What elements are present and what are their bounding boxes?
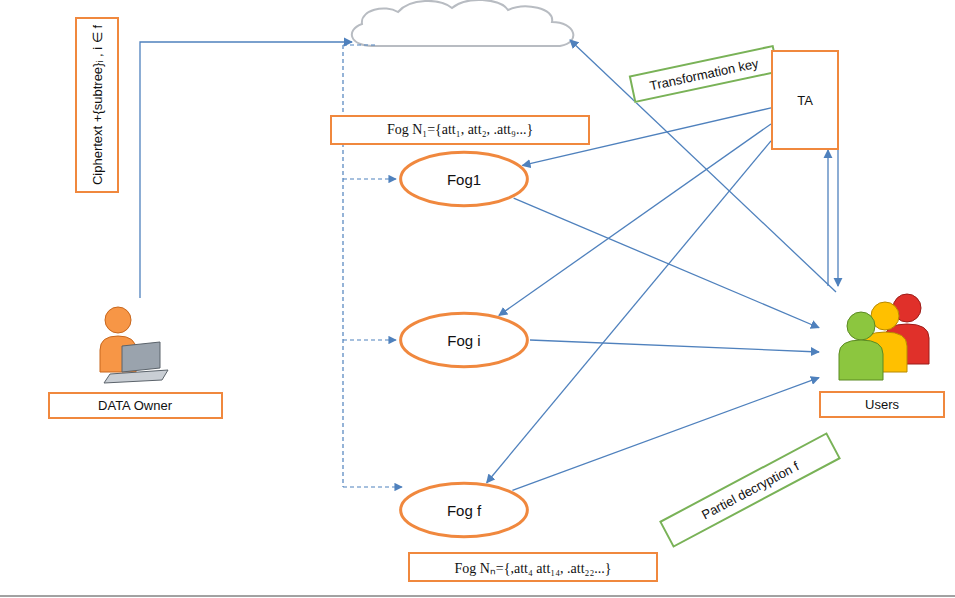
owner-label-box: DATA Owner [48, 392, 223, 419]
node-text: DATA Owner [98, 398, 172, 413]
attribute-set-box: Fog N₁={att₁, att₂, .att₉...} [330, 115, 590, 145]
users-group: Users [819, 286, 945, 418]
connector-arrow [514, 198, 819, 328]
node-text: Fog Nₙ={,att₄ att₁₄, .att₂₂...} [454, 558, 611, 577]
partial-decryption-box: Partiel decryption f [659, 432, 841, 548]
authority-box: TA [771, 50, 839, 150]
cloud-fog-dashes [343, 45, 402, 487]
connector-arrow [530, 340, 819, 352]
data-owner-icon [100, 307, 168, 383]
node-text: Fog i [447, 332, 480, 349]
node-text: TA [797, 93, 813, 108]
node-text: Ciphertext +{subtree}ᵢ , i ∈ f [90, 25, 105, 185]
fog-node: Fog f [398, 481, 530, 539]
attribute-set-box: Fog Nₙ={,att₄ att₁₄, .att₂₂...} [408, 552, 658, 582]
node-text: Partiel decryption f [699, 458, 801, 522]
node-text: Users [819, 391, 945, 418]
message-box: Ciphertext +{subtree}ᵢ , i ∈ f [75, 17, 119, 193]
frame-line [0, 596, 955, 597]
upload-line [140, 42, 352, 298]
fog-node: Fog i [398, 311, 530, 369]
users-icon [819, 286, 945, 386]
node-text: Fog N₁={att₁, att₂, .att₉...} [387, 122, 533, 138]
connector-arrow [499, 124, 771, 315]
node-text: Transformation key [648, 55, 759, 93]
connector-arrow [827, 150, 828, 286]
connector-arrow [487, 141, 771, 483]
node-text: Fog f [447, 502, 481, 519]
cloud-shape [352, 0, 573, 46]
connector-arrow [837, 150, 838, 286]
node-text: Fog1 [447, 171, 481, 188]
transformation-key-box: Transformation key [629, 45, 780, 103]
fog-node: Fog1 [398, 150, 530, 208]
